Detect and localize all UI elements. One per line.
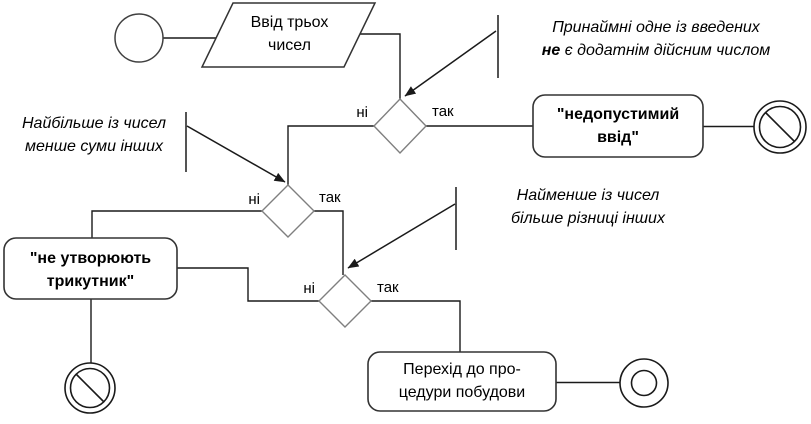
decision1-diamond bbox=[373, 97, 427, 155]
edge-decision2-yes bbox=[314, 210, 344, 275]
decision3-yes-label: так bbox=[377, 279, 399, 296]
annotation-invalid-line1: Принаймні одне із введених bbox=[552, 19, 760, 36]
decision2-no-label: ні bbox=[248, 191, 260, 208]
no-triangle-label-line1: "не утворюють bbox=[29, 250, 152, 267]
input-node-label: Ввід трьох чисел bbox=[217, 11, 362, 57]
annotation-invalid-line2: не є додатнім дійсним числом bbox=[510, 39, 802, 62]
invalid-input-label-line2: ввід" bbox=[597, 129, 639, 146]
input-node-label-line2: чисел bbox=[268, 37, 311, 54]
decision2-diamond bbox=[261, 184, 315, 238]
invalid-input-label-line1: "недопустимий bbox=[556, 106, 680, 123]
edge-decision2-no bbox=[91, 210, 262, 238]
flow-final-node-right-icon bbox=[753, 100, 807, 154]
initial-node-icon bbox=[114, 13, 164, 63]
annotation-arrow-1-icon bbox=[404, 30, 497, 97]
edge-decision3-no bbox=[177, 267, 319, 302]
edge-input-to-decision1 bbox=[360, 33, 401, 99]
edge-decision3-yes bbox=[371, 300, 461, 352]
no-triangle-node-shape bbox=[3, 237, 178, 300]
annotation-smallest-line2: більше різниці інших bbox=[511, 210, 665, 227]
annotation-largest-number: Найбільше із чисел менше суми інших bbox=[6, 112, 182, 158]
activity-final-node-icon bbox=[619, 358, 669, 408]
invalid-input-node-label: "недопустимий ввід" bbox=[533, 103, 703, 149]
flow-final-node-left-icon bbox=[64, 362, 116, 414]
annotation-largest-line1: Найбільше із чисел bbox=[22, 115, 166, 132]
decision2-yes-label: так bbox=[319, 189, 341, 206]
build-procedure-node-label: Перехід до про- цедури побудови bbox=[368, 358, 556, 404]
annotation-smallest-number: Найменше із чисел більше різниці інших bbox=[468, 184, 708, 230]
input-node-label-line1: Ввід трьох bbox=[250, 14, 329, 31]
annotation-arrow-3-icon bbox=[347, 203, 456, 269]
annotation-links bbox=[185, 15, 499, 269]
invalid-input-node-shape bbox=[532, 94, 704, 158]
input-node-shape bbox=[200, 2, 377, 68]
annotation-invalid-line2-rest: є додатнім дійсним числом bbox=[560, 42, 771, 59]
decision1-no-label: ні bbox=[356, 104, 368, 121]
annotation-smallest-line1: Найменше із чисел bbox=[516, 187, 660, 204]
no-triangle-label-line2: трикутник" bbox=[46, 273, 135, 290]
decision1-yes-label: так bbox=[432, 103, 454, 120]
edge-decision1-no bbox=[287, 125, 374, 185]
decision3-no-label: ні bbox=[303, 280, 315, 297]
annotation-invalid-line2-bold: не bbox=[541, 42, 561, 59]
annotation-invalid-input: Принаймні одне із введених не є додатнім… bbox=[510, 16, 802, 62]
build-procedure-label-line2: цедури побудови bbox=[398, 384, 526, 401]
annotation-arrow-2-icon bbox=[186, 125, 286, 183]
build-procedure-node-shape bbox=[367, 351, 557, 412]
annotation-largest-line2: менше суми інших bbox=[25, 138, 163, 155]
no-triangle-node-label: "не утворюють трикутник" bbox=[4, 247, 177, 293]
decision3-diamond bbox=[318, 274, 372, 328]
build-procedure-label-line1: Перехід до про- bbox=[403, 361, 521, 378]
connectors bbox=[90, 33, 754, 384]
